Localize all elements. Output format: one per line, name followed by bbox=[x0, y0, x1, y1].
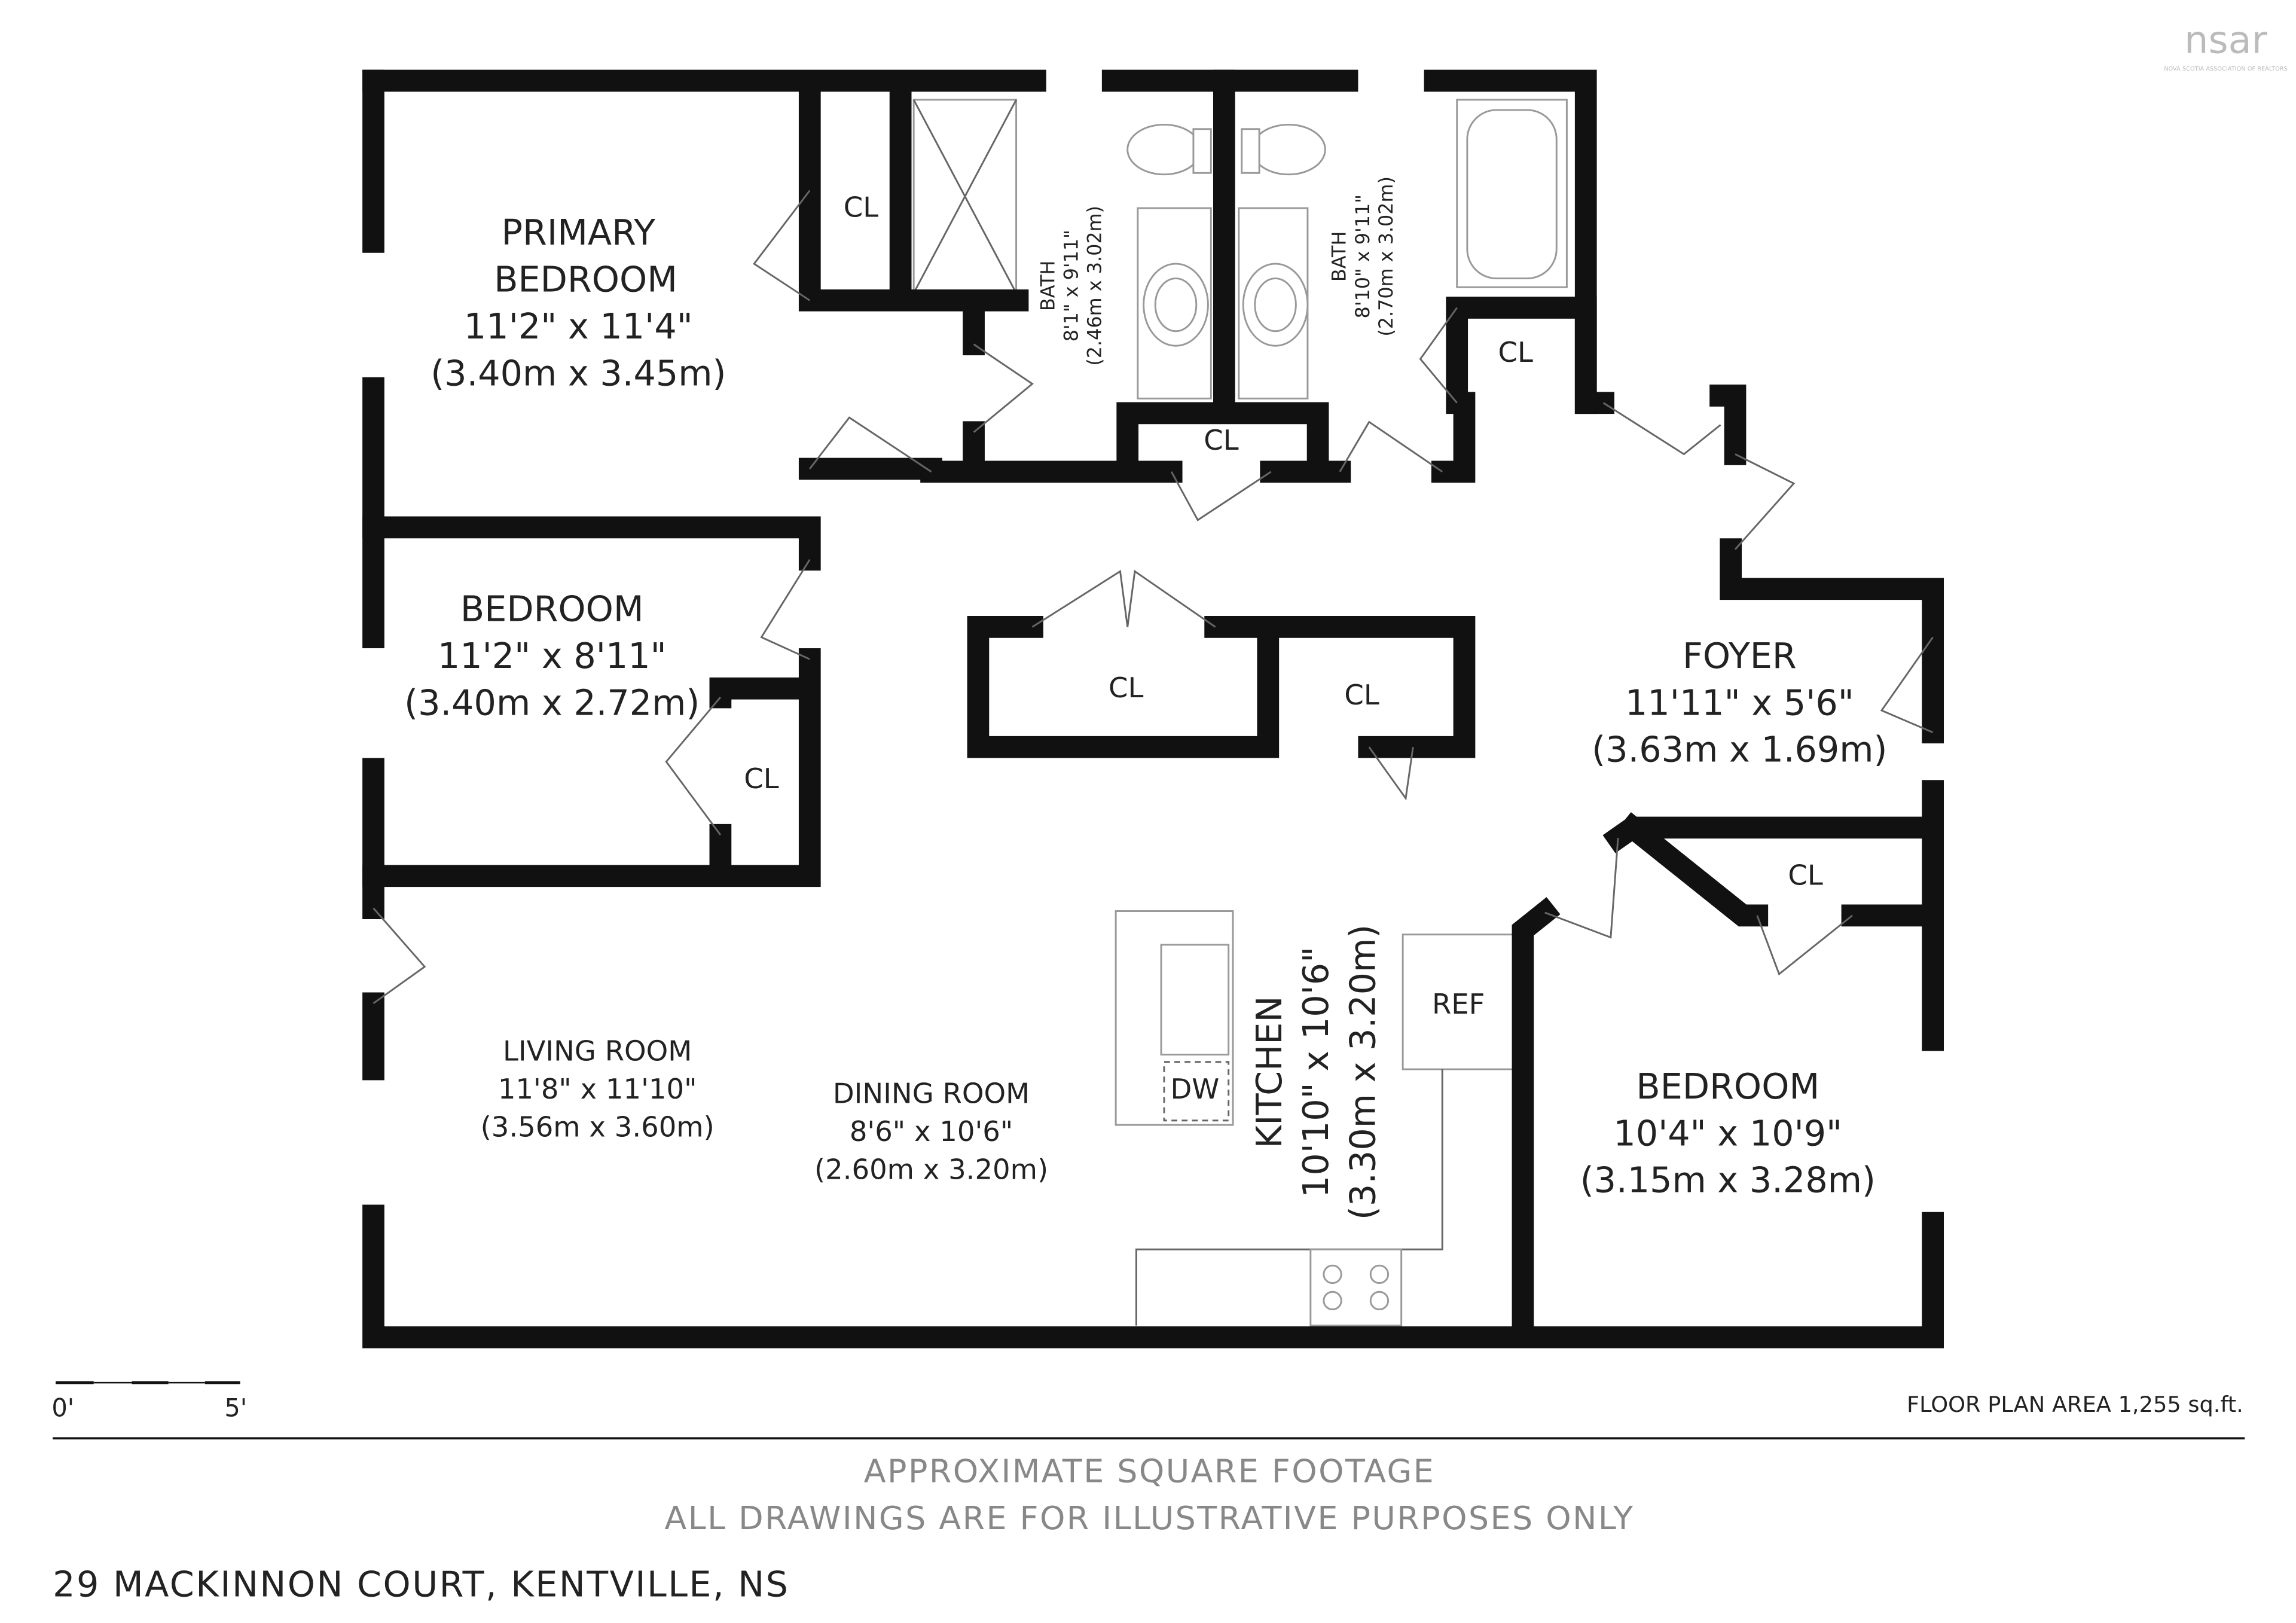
svg-text:10'4" x 10'9": 10'4" x 10'9" bbox=[1613, 1112, 1842, 1154]
svg-text:(3.40m x 3.45m): (3.40m x 3.45m) bbox=[430, 352, 726, 393]
svg-text:8'6" x 10'6": 8'6" x 10'6" bbox=[850, 1115, 1013, 1148]
room-primary-bedroom: PRIMARY BEDROOM 11'2" x 11'4" (3.40m x 3… bbox=[430, 212, 726, 393]
toilet bbox=[1126, 123, 1202, 176]
scale-bar: 0' 5' bbox=[51, 1381, 247, 1422]
svg-text:nsar: nsar bbox=[2184, 18, 2268, 62]
floor-plan-area: FLOOR PLAN AREA 1,255 sq.ft. bbox=[1907, 1392, 2243, 1417]
svg-text:CL: CL bbox=[1788, 859, 1822, 891]
svg-text:(3.15m x 3.28m): (3.15m x 3.28m) bbox=[1580, 1160, 1876, 1201]
svg-text:(2.46m x 3.02m): (2.46m x 3.02m) bbox=[1083, 206, 1106, 366]
svg-text:(3.56m x 3.60m): (3.56m x 3.60m) bbox=[481, 1111, 715, 1143]
room-dining: DINING ROOM 8'6" x 10'6" (2.60m x 3.20m) bbox=[814, 1077, 1048, 1185]
svg-text:11'11" x 5'6": 11'11" x 5'6" bbox=[1625, 682, 1854, 723]
refrigerator-label: REF bbox=[1432, 988, 1485, 1020]
fixtures bbox=[912, 99, 1568, 1327]
svg-text:BATH: BATH bbox=[1036, 261, 1059, 312]
stove bbox=[1309, 1248, 1403, 1327]
svg-text:CL: CL bbox=[844, 191, 878, 224]
svg-text:CL: CL bbox=[1498, 336, 1532, 368]
svg-text:(2.60m x 3.20m): (2.60m x 3.20m) bbox=[814, 1154, 1048, 1186]
disclaimer-1: APPROXIMATE SQUARE FOOTAGE bbox=[864, 1453, 1435, 1490]
svg-text:(2.70m x 3.02m): (2.70m x 3.02m) bbox=[1375, 176, 1397, 337]
room-bedroom-3: BEDROOM 10'4" x 10'9" (3.15m x 3.28m) bbox=[1580, 1066, 1876, 1201]
nsar-logo: nsar NOVA SCOTIA ASSOCIATION OF REALTORS bbox=[2164, 18, 2287, 72]
svg-text:(3.30m x 3.20m): (3.30m x 3.20m) bbox=[1342, 925, 1384, 1220]
svg-text:8'10" x 9'11": 8'10" x 9'11" bbox=[1351, 194, 1374, 318]
svg-text:11'2" x 8'11": 11'2" x 8'11" bbox=[438, 635, 667, 676]
svg-text:LIVING ROOM: LIVING ROOM bbox=[503, 1035, 692, 1067]
svg-text:CL: CL bbox=[1204, 424, 1238, 456]
svg-text:DINING ROOM: DINING ROOM bbox=[833, 1077, 1030, 1109]
kitchen-sink bbox=[1160, 944, 1230, 1055]
svg-text:NOVA SCOTIA ASSOCIATION OF REA: NOVA SCOTIA ASSOCIATION OF REALTORS bbox=[2164, 66, 2287, 72]
svg-text:FOYER: FOYER bbox=[1683, 635, 1797, 676]
svg-text:(3.63m x 1.69m): (3.63m x 1.69m) bbox=[1592, 729, 1887, 770]
closet-labels: CL CL CL CL CL CL CL bbox=[744, 191, 1823, 892]
room-kitchen: KITCHEN 10'10" x 10'6" (3.30m x 3.20m) bbox=[1248, 925, 1384, 1220]
svg-text:KITCHEN: KITCHEN bbox=[1248, 996, 1290, 1149]
walls bbox=[362, 69, 1944, 1349]
room-bath-1: BATH 8'1" x 9'11" (2.46m x 3.02m) bbox=[1036, 206, 1106, 366]
svg-text:CL: CL bbox=[1344, 679, 1379, 711]
svg-text:(3.40m x 2.72m): (3.40m x 2.72m) bbox=[404, 682, 700, 723]
svg-text:10'10" x 10'6": 10'10" x 10'6" bbox=[1295, 947, 1336, 1198]
svg-text:BEDROOM: BEDROOM bbox=[494, 259, 677, 300]
svg-text:CL: CL bbox=[744, 762, 778, 795]
svg-text:BEDROOM: BEDROOM bbox=[460, 588, 644, 630]
doors bbox=[373, 190, 1934, 1005]
svg-text:CL: CL bbox=[1109, 672, 1143, 704]
svg-text:PRIMARY: PRIMARY bbox=[502, 212, 657, 253]
svg-text:11'2" x 11'4": 11'2" x 11'4" bbox=[464, 306, 693, 347]
svg-text:BATH: BATH bbox=[1328, 231, 1351, 282]
room-foyer: FOYER 11'11" x 5'6" (3.63m x 1.69m) bbox=[1592, 635, 1887, 770]
svg-text:8'1" x 9'11": 8'1" x 9'11" bbox=[1060, 230, 1082, 341]
svg-text:0': 0' bbox=[51, 1393, 74, 1422]
room-living: LIVING ROOM 11'8" x 11'10" (3.56m x 3.60… bbox=[481, 1035, 715, 1143]
svg-text:BEDROOM: BEDROOM bbox=[1636, 1066, 1819, 1107]
disclaimer-2: ALL DRAWINGS ARE FOR ILLUSTRATIVE PURPOS… bbox=[664, 1499, 1634, 1537]
svg-text:11'8" x 11'10": 11'8" x 11'10" bbox=[498, 1073, 697, 1105]
address: 29 MACKINNON COURT, KENTVILLE, NS bbox=[53, 1564, 789, 1605]
dishwasher-label: DW bbox=[1170, 1073, 1219, 1105]
room-bath-2: BATH 8'10" x 9'11" (2.70m x 3.02m) bbox=[1328, 176, 1397, 337]
svg-text:5': 5' bbox=[224, 1393, 247, 1422]
room-bedroom-2: BEDROOM 11'2" x 8'11" (3.40m x 2.72m) bbox=[404, 588, 700, 724]
refrigerator bbox=[1402, 933, 1515, 1070]
